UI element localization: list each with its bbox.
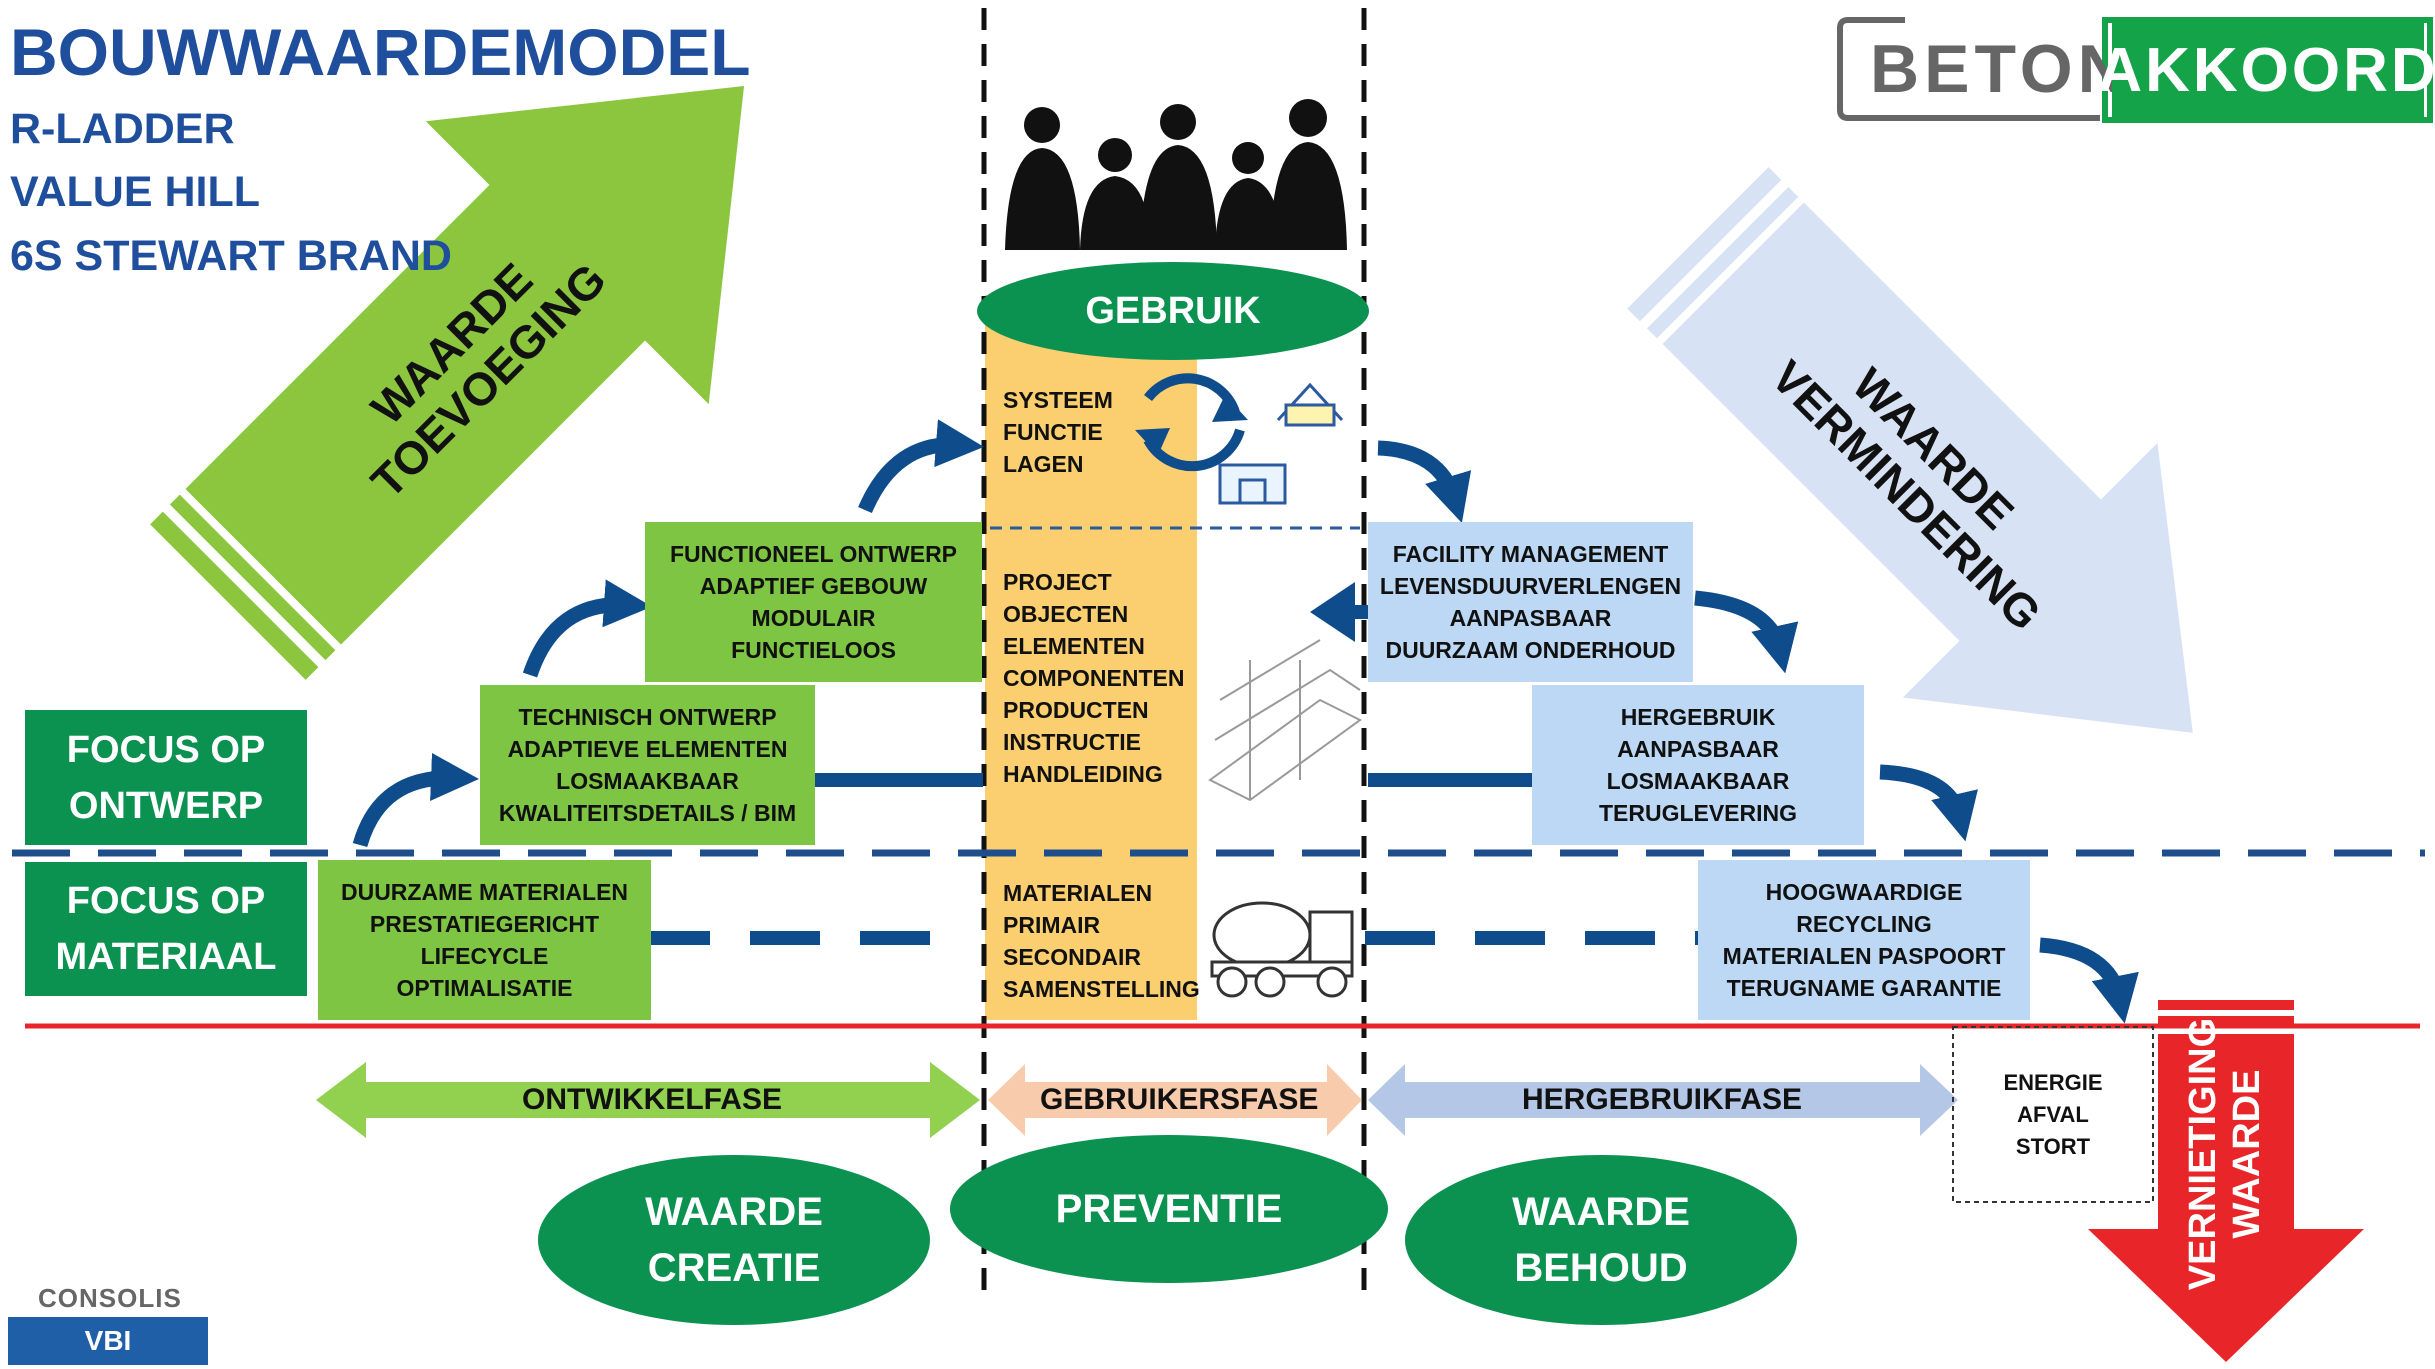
beton-logo-text: BETON xyxy=(1870,31,2132,107)
vbi-logo-text: VBI xyxy=(84,1325,132,1356)
duurzaam-line: DUURZAME MATERIALEN xyxy=(340,879,629,905)
vernietiging-line2: VERNIETIGING xyxy=(2182,1017,2224,1291)
energie-afval-stort-box: ENERGIE AFVAL STORT xyxy=(1953,1050,2153,1180)
hergebruik-line: HERGEBRUIK xyxy=(1620,704,1776,730)
energie-box-border xyxy=(1952,1026,2154,1203)
waarde-toevoeging-arrow xyxy=(150,85,745,680)
functioneel-line: ADAPTIEF GEBOUW xyxy=(699,573,928,599)
gebruik-label: GEBRUIK xyxy=(1085,290,1261,332)
subtitle-stewart-brand: 6S STEWART BRAND xyxy=(10,232,452,280)
facility-management-box: FACILITY MANAGEMENT LEVENSDUURVERLENGEN … xyxy=(1368,522,1693,682)
duurzaam-line: PRESTATIEGERICHT xyxy=(369,911,600,937)
facility-line: LEVENSDUURVERLENGEN xyxy=(1379,573,1682,599)
creatie-line: WAARDE xyxy=(645,1190,823,1234)
center-top-item: SYSTEEM xyxy=(1003,387,1113,413)
hergebruik-box: HERGEBRUIK AANPASBAAR LOSMAAKBAAR TERUGL… xyxy=(1532,685,1864,845)
waarde-vermindering-arrow xyxy=(1627,167,2193,733)
focus-ontwerp-box: FOCUS OP ONTWERP xyxy=(25,710,307,845)
focus-ontwerp-line: FOCUS OP xyxy=(66,728,266,771)
hoogwaardig-line: HOOGWAARDIGE xyxy=(1765,879,1963,905)
center-bottom-item: MATERIALEN xyxy=(1003,880,1153,906)
waarde-vernietiging-arrow xyxy=(2088,1000,2364,1362)
technisch-ontwerp-box: TECHNISCH ONTWERP ADAPTIEVE ELEMENTEN LO… xyxy=(480,685,815,845)
hoogwaardig-line: RECYCLING xyxy=(1796,911,1932,937)
mixer-truck-icon xyxy=(1210,901,1354,998)
energie-line: STORT xyxy=(2015,1134,2091,1159)
akkoord-logo-text: AKKOORD xyxy=(2097,22,2435,118)
facility-line: DUURZAAM ONDERHOUD xyxy=(1385,637,1676,663)
behoud-line: WAARDE xyxy=(1512,1190,1690,1234)
duurzame-materialen-box: DUURZAME MATERIALEN PRESTATIEGERICHT LIF… xyxy=(318,860,651,1020)
center-bottom-item: PRIMAIR xyxy=(1003,912,1101,938)
orange-column xyxy=(985,295,1197,1020)
center-top-item: LAGEN xyxy=(1003,451,1084,477)
technisch-line: ADAPTIEVE ELEMENTEN xyxy=(507,736,788,762)
waarde-vernietiging-label: VERNIETIGING WAARDE xyxy=(2181,1009,2269,1299)
phase-arrow-hergebruik xyxy=(1368,1064,1958,1136)
center-middle-item: INSTRUCTIE xyxy=(1003,729,1141,755)
functioneel-line: MODULAIR xyxy=(751,605,876,631)
functioneel-line: FUNCTIELOOS xyxy=(731,637,896,663)
hoogwaardige-recycling-box: HOOGWAARDIGE RECYCLING MATERIALEN PASPOO… xyxy=(1698,860,2030,1020)
technisch-line: TECHNISCH ONTWERP xyxy=(518,704,777,730)
hoogwaardig-line: MATERIALEN PASPOORT xyxy=(1722,943,2006,969)
functioneel-line: FUNCTIONEEL ONTWERP xyxy=(669,541,958,567)
center-bottom-item: SAMENSTELLING xyxy=(1003,976,1200,1002)
technisch-line: KWALITEITSDETAILS / BIM xyxy=(498,800,797,826)
preventie-line: PREVENTIE xyxy=(1055,1187,1283,1231)
center-bottom-item: SECONDAIR xyxy=(1003,944,1142,970)
subtitle-value-hill: VALUE HILL xyxy=(10,168,261,216)
phase-ontwikkelfase: ONTWIKKELFASE xyxy=(522,1083,782,1116)
behoud-line: BEHOUD xyxy=(1514,1246,1688,1290)
technisch-line: LOSMAAKBAAR xyxy=(556,768,739,794)
center-middle-item: PROJECT xyxy=(1003,569,1112,595)
hergebruik-line: TERUGLEVERING xyxy=(1598,800,1798,826)
center-middle-item: HANDLEIDING xyxy=(1003,761,1163,787)
center-middle-item: PRODUCTEN xyxy=(1003,697,1149,723)
hergebruik-line: AANPASBAAR xyxy=(1617,736,1779,762)
center-middle-list: PROJECT OBJECTEN ELEMENTEN COMPONENTEN P… xyxy=(1003,566,1184,790)
hoogwaardig-line: TERUGNAME GARANTIE xyxy=(1726,975,2002,1001)
phase-arrow-ontwikkel xyxy=(316,1062,980,1138)
duurzaam-line: LIFECYCLE xyxy=(420,943,549,969)
center-bottom-list: MATERIALEN PRIMAIR SECONDAIR SAMENSTELLI… xyxy=(1003,877,1200,1005)
vbi-logo-box: VBI xyxy=(8,1317,208,1365)
facility-line: AANPASBAAR xyxy=(1449,605,1612,631)
focus-materiaal-line: MATERIAAL xyxy=(55,936,277,978)
gebruik-ellipse: GEBRUIK xyxy=(977,262,1369,360)
waarde-behoud-ellipse: WAARDE BEHOUD xyxy=(1405,1155,1797,1325)
center-middle-item: ELEMENTEN xyxy=(1003,633,1145,659)
center-middle-item: COMPONENTEN xyxy=(1003,665,1185,691)
phase-gebruikersfase: GEBRUIKERSFASE xyxy=(1040,1083,1319,1116)
center-top-list: SYSTEEM FUNCTIE LAGEN xyxy=(1003,384,1113,480)
phase-hergebruikfase: HERGEBRUIKFASE xyxy=(1522,1083,1803,1116)
facility-line: FACILITY MANAGEMENT xyxy=(1392,541,1669,567)
beton-logo-frame xyxy=(1837,17,2100,121)
energie-line: AFVAL xyxy=(2017,1102,2089,1127)
focus-materiaal-box: FOCUS OP MATERIAAL xyxy=(25,862,307,996)
hergebruik-line: LOSMAAKBAAR xyxy=(1606,768,1790,794)
subtitle-r-ladder: R-LADDER xyxy=(10,105,235,153)
center-middle-item: OBJECTEN xyxy=(1003,601,1129,627)
focus-ontwerp-line: ONTWERP xyxy=(68,784,264,827)
preventie-ellipse: PREVENTIE xyxy=(950,1135,1388,1283)
building-icon xyxy=(1218,463,1287,505)
energie-line: ENERGIE xyxy=(2003,1070,2103,1095)
creatie-line: CREATIE xyxy=(647,1246,821,1290)
people-silhouette xyxy=(1005,99,1347,250)
phase-arrow-gebruikers xyxy=(988,1064,1362,1136)
consolis-logo-text: CONSOLIS xyxy=(38,1283,182,1313)
center-top-item: FUNCTIE xyxy=(1003,419,1103,445)
duurzaam-line: OPTIMALISATIE xyxy=(396,975,573,1001)
page-title: BOUWWAARDEMODEL xyxy=(10,15,751,89)
waarde-creatie-ellipse: WAARDE CREATIE xyxy=(538,1155,930,1325)
house-icon xyxy=(1276,382,1344,427)
vernietiging-line1: WAARDE xyxy=(2226,1069,2268,1239)
focus-materiaal-line: FOCUS OP xyxy=(66,880,266,922)
functioneel-ontwerp-box: FUNCTIONEEL ONTWERP ADAPTIEF GEBOUW MODU… xyxy=(645,522,982,682)
structure-sketch xyxy=(1208,639,1362,802)
